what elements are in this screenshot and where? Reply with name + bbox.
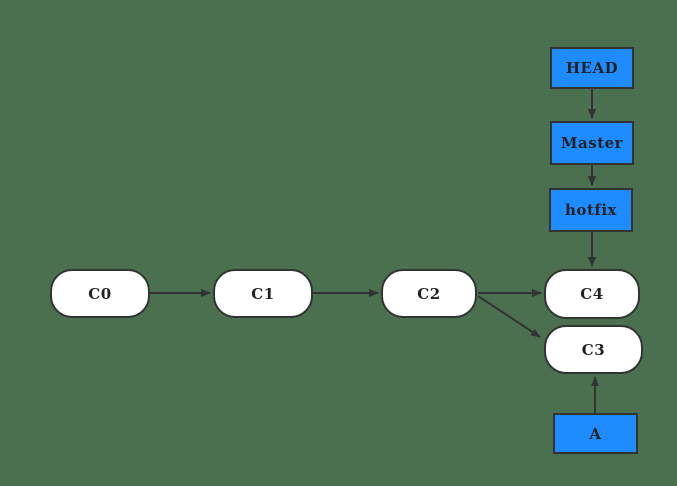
branch-pointer-hotfix: hotfix (549, 188, 633, 232)
commit-node-c4: C4 (544, 269, 640, 319)
commit-node-c2: C2 (381, 269, 477, 318)
commit-node-c0: C0 (50, 269, 150, 318)
branch-pointer-head: HEAD (550, 47, 634, 89)
branch-pointer-a: A (553, 413, 638, 454)
commit-node-c3: C3 (544, 325, 643, 374)
commit-node-c1: C1 (213, 269, 313, 318)
branch-pointer-master: Master (550, 121, 634, 165)
edge-c2-c3 (477, 295, 541, 338)
